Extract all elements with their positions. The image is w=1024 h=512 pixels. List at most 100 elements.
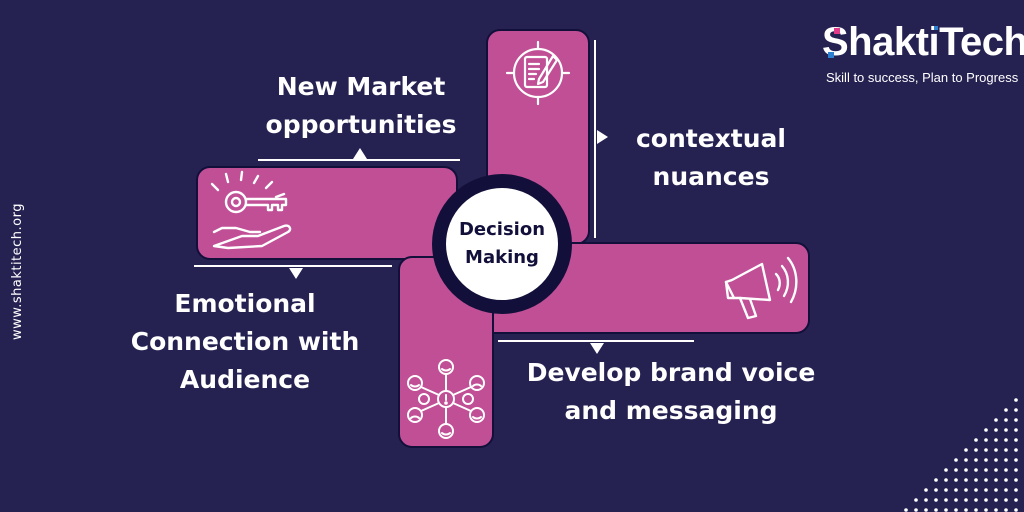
decor-dot (994, 488, 998, 492)
decor-dot (1004, 408, 1008, 412)
decor-dot (964, 498, 968, 502)
dot-pattern-decoration (904, 398, 1018, 512)
document-pen-icon (505, 40, 571, 106)
decor-dot (954, 468, 958, 472)
decor-dot (1014, 468, 1018, 472)
connector-line-brand-voice (498, 340, 694, 342)
label-contextual: contextual nuances (626, 120, 796, 196)
label-emotional: Emotional Connection with Audience (120, 285, 370, 399)
decor-dot (984, 488, 988, 492)
decor-dot (1004, 448, 1008, 452)
arrow-new-market (353, 148, 367, 159)
decor-dot (994, 498, 998, 502)
connector-line-contextual (594, 40, 596, 238)
decor-dot (924, 498, 928, 502)
decor-dot (994, 508, 998, 512)
decor-dot (964, 458, 968, 462)
decor-dot (1004, 498, 1008, 502)
connector-line-new-market (258, 159, 460, 161)
decor-dot (1014, 498, 1018, 502)
decor-dot (1004, 468, 1008, 472)
decor-dot (944, 468, 948, 472)
decor-dot (984, 478, 988, 482)
decor-dot (944, 478, 948, 482)
decor-dot (984, 458, 988, 462)
decor-dot (984, 468, 988, 472)
decor-dot (924, 508, 928, 512)
decor-dot (974, 468, 978, 472)
decor-dot (974, 498, 978, 502)
label-emotional-line2: Connection with (130, 327, 360, 356)
decor-dot (1004, 428, 1008, 432)
arrow-contextual (597, 130, 608, 144)
label-brand-voice-line1: Develop brand voice (526, 358, 816, 387)
decor-dot (1014, 408, 1018, 412)
label-contextual-line2: nuances (652, 162, 770, 191)
decor-dot (984, 448, 988, 452)
decor-dot (994, 458, 998, 462)
decor-dot (1014, 428, 1018, 432)
bar-horizontal-left (196, 166, 458, 260)
decor-dot (964, 488, 968, 492)
decor-dot (1014, 398, 1018, 402)
decor-dot (984, 428, 988, 432)
decor-dot (964, 478, 968, 482)
decor-dot (924, 488, 928, 492)
label-new-market-line1: New Market (276, 72, 446, 101)
decor-dot (934, 498, 938, 502)
logo-text-tech: Tech (939, 20, 1024, 64)
decor-dot (974, 488, 978, 492)
decor-dot (974, 438, 978, 442)
decor-dot (994, 438, 998, 442)
decor-dot (964, 448, 968, 452)
label-brand-voice-line2: and messaging (564, 396, 778, 425)
center-title-line2: Making (465, 247, 539, 268)
decor-dot (1014, 438, 1018, 442)
decor-dot (934, 508, 938, 512)
decor-dot (954, 458, 958, 462)
decor-dot (934, 488, 938, 492)
arrow-emotional (289, 268, 303, 279)
label-emotional-line3: Audience (179, 365, 311, 394)
decor-dot (1004, 508, 1008, 512)
decor-dot (1014, 488, 1018, 492)
decor-dot (944, 498, 948, 502)
decor-dot (974, 478, 978, 482)
decor-dot (974, 458, 978, 462)
decor-dot (994, 468, 998, 472)
connector-line-emotional (194, 265, 392, 267)
decor-dot (1004, 438, 1008, 442)
center-circle: Decision Making (442, 184, 562, 304)
label-emotional-line1: Emotional (174, 289, 316, 318)
logo-accent-icon (828, 26, 938, 58)
decor-dot (994, 448, 998, 452)
label-brand-voice: Develop brand voice and messaging (518, 354, 824, 430)
center-title-line1: Decision (458, 219, 546, 240)
decor-dot (914, 508, 918, 512)
decor-dot (914, 498, 918, 502)
decor-dot (1014, 448, 1018, 452)
decor-dot (904, 508, 908, 512)
label-contextual-line1: contextual (635, 124, 786, 153)
brand-tagline: Skill to success, Plan to Progress (826, 70, 1019, 85)
decor-dot (934, 478, 938, 482)
decor-dot (994, 418, 998, 422)
logo-text-akti: akti (872, 20, 940, 64)
decor-dot (984, 508, 988, 512)
decor-dot (954, 488, 958, 492)
label-new-market-line2: opportunities (265, 110, 457, 139)
arrow-brand-voice (590, 343, 604, 354)
decor-dot (1014, 508, 1018, 512)
decor-dot (944, 508, 948, 512)
decor-dot (1004, 458, 1008, 462)
website-url: www.shaktitech.org (10, 203, 25, 340)
decor-dot (974, 448, 978, 452)
decor-dot (1014, 418, 1018, 422)
decor-dot (1004, 488, 1008, 492)
decor-dot (994, 478, 998, 482)
key-hand-icon (210, 170, 292, 250)
decor-dot (954, 508, 958, 512)
decor-dot (984, 498, 988, 502)
decor-dot (944, 488, 948, 492)
decor-dot (964, 468, 968, 472)
